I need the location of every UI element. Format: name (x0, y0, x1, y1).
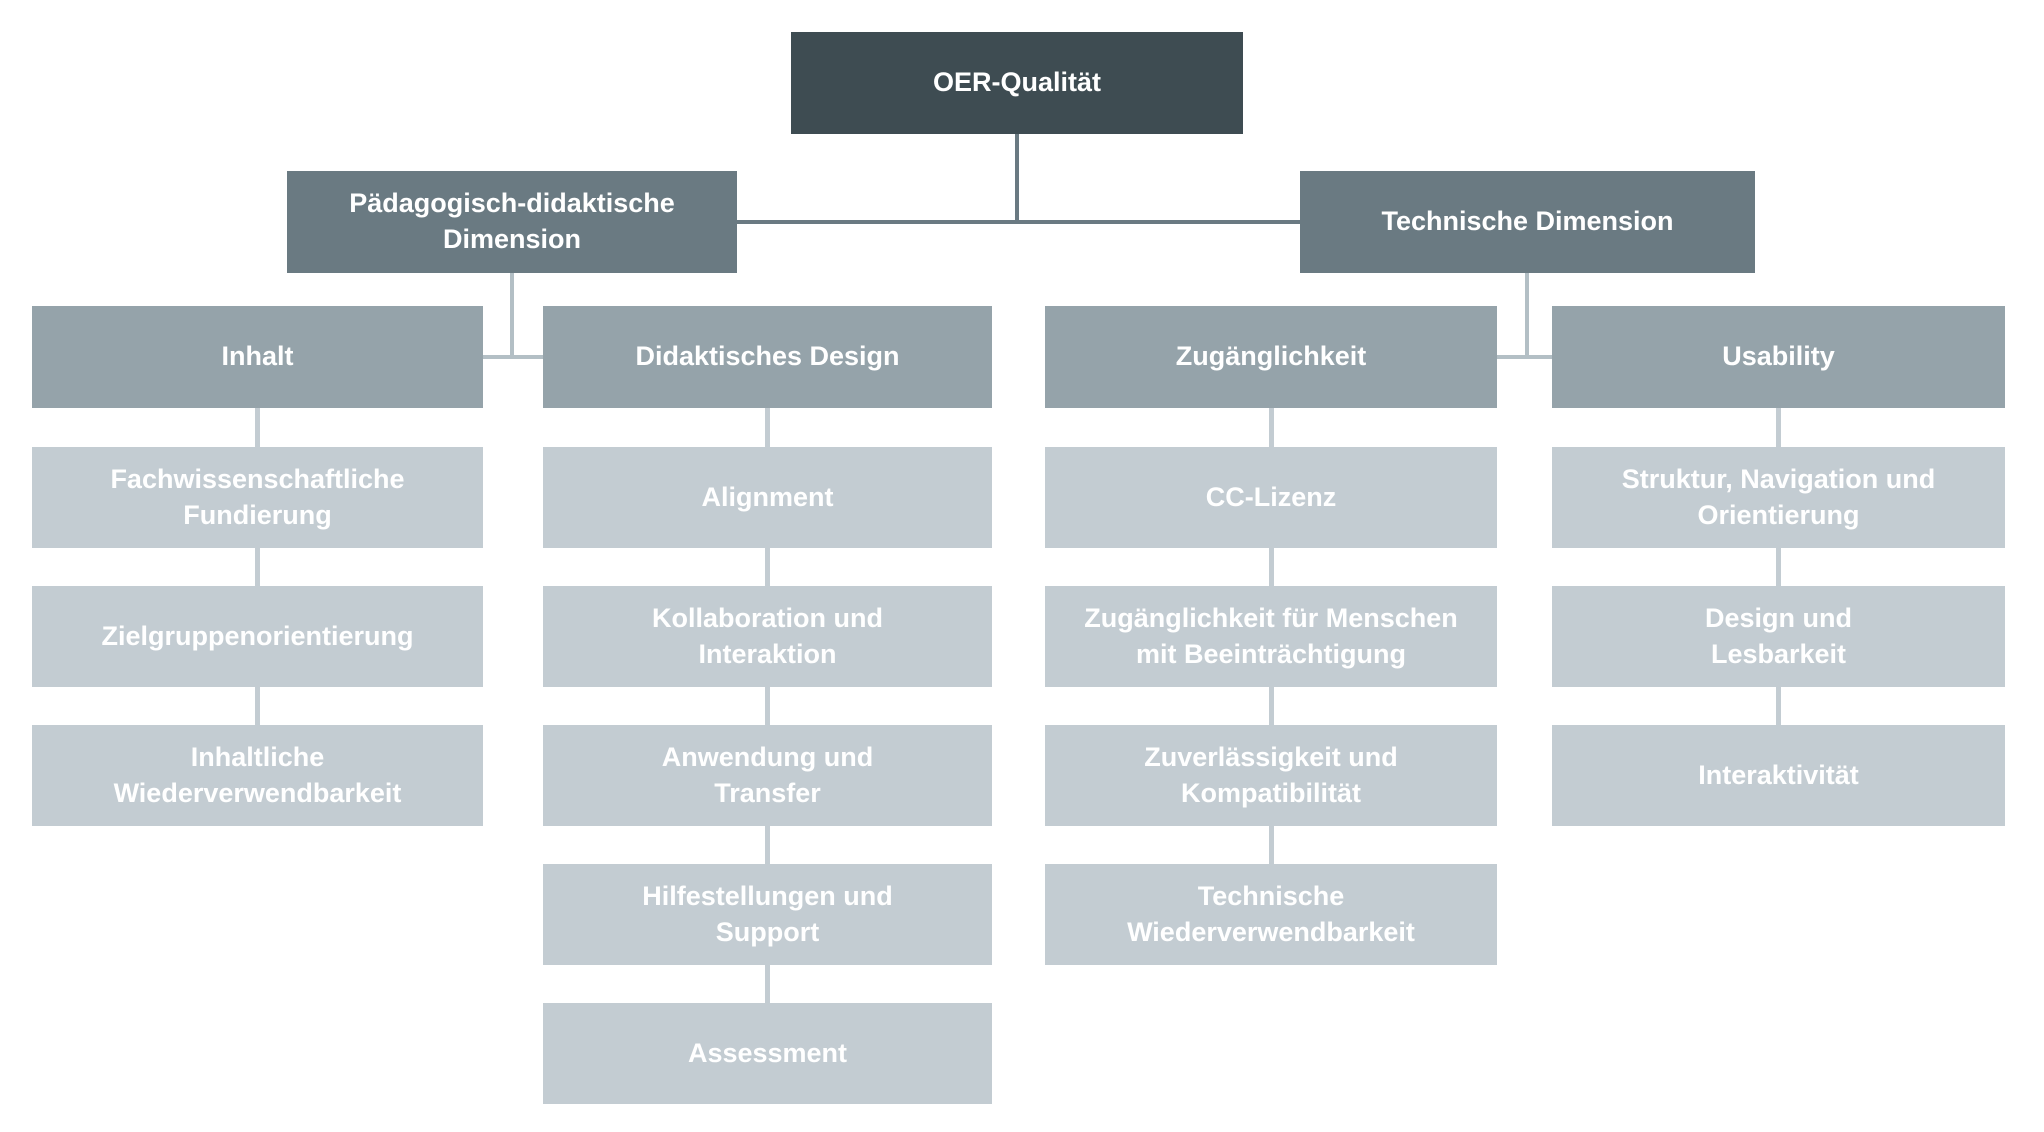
connector-zugaenglichkeit-child-1 (1269, 408, 1274, 447)
node-kollaboration-und-interaktion: Kollaboration und Interaktion (543, 586, 992, 687)
connector-paedagogisch-vertical (510, 273, 514, 359)
connector-didaktisches-child-3 (765, 687, 770, 725)
connector-didaktisches-child-2 (765, 548, 770, 586)
connector-root-vertical (1015, 134, 1019, 222)
node-paedagogisch-didaktische-dimension: Pädagogisch-didaktische Dimension (287, 171, 737, 273)
node-zuverlaessigkeit-und-kompatibilitaet: Zuverlässigkeit und Kompatibilität (1045, 725, 1497, 826)
node-hilfestellungen-und-support: Hilfestellungen und Support (543, 864, 992, 965)
connector-zugaenglichkeit-child-4 (1269, 826, 1274, 864)
node-design-und-lesbarkeit: Design und Lesbarkeit (1552, 586, 2005, 687)
column-header-usability: Usability (1552, 306, 2005, 408)
node-oer-qualitaet: OER-Qualität (791, 32, 1243, 134)
connector-didaktisches-child-1 (765, 408, 770, 447)
connector-didaktisches-child-5 (765, 965, 770, 1003)
column-header-zugaenglichkeit: Zugänglichkeit (1045, 306, 1497, 408)
node-alignment: Alignment (543, 447, 992, 548)
node-zielgruppenorientierung: Zielgruppenorientierung (32, 586, 483, 687)
connector-inhalt-child-2 (255, 548, 260, 586)
connector-zugaenglichkeit-child-2 (1269, 548, 1274, 586)
connector-inhalt-child-3 (255, 687, 260, 725)
connector-usability-child-1 (1776, 408, 1781, 447)
connector-root-horizontal (737, 220, 1300, 224)
node-inhaltliche-wiederverwendbarkeit: Inhaltliche Wiederverwendbarkeit (32, 725, 483, 826)
connector-inhalt-child-1 (255, 408, 260, 447)
node-technische-dimension: Technische Dimension (1300, 171, 1755, 273)
connector-technische-vertical (1525, 273, 1529, 359)
connector-usability-child-3 (1776, 687, 1781, 725)
connector-zugaenglichkeit-child-3 (1269, 687, 1274, 725)
node-cc-lizenz: CC-Lizenz (1045, 447, 1497, 548)
connector-zugaenglichkeit-usability-horizontal (1497, 355, 1552, 359)
node-interaktivitaet: Interaktivität (1552, 725, 2005, 826)
node-fachwissenschaftliche-fundierung: Fachwissenschaftliche Fundierung (32, 447, 483, 548)
node-struktur-navigation-orientierung: Struktur, Navigation und Orientierung (1552, 447, 2005, 548)
connector-inhalt-didaktisches-horizontal (483, 355, 543, 359)
node-zugaenglichkeit-fuer-menschen: Zugänglichkeit für Menschen mit Beeinträ… (1045, 586, 1497, 687)
node-technische-wiederverwendbarkeit: Technische Wiederverwendbarkeit (1045, 864, 1497, 965)
connector-didaktisches-child-4 (765, 826, 770, 864)
node-anwendung-und-transfer: Anwendung und Transfer (543, 725, 992, 826)
connector-usability-child-2 (1776, 548, 1781, 586)
column-header-didaktisches-design: Didaktisches Design (543, 306, 992, 408)
node-assessment: Assessment (543, 1003, 992, 1104)
column-header-inhalt: Inhalt (32, 306, 483, 408)
